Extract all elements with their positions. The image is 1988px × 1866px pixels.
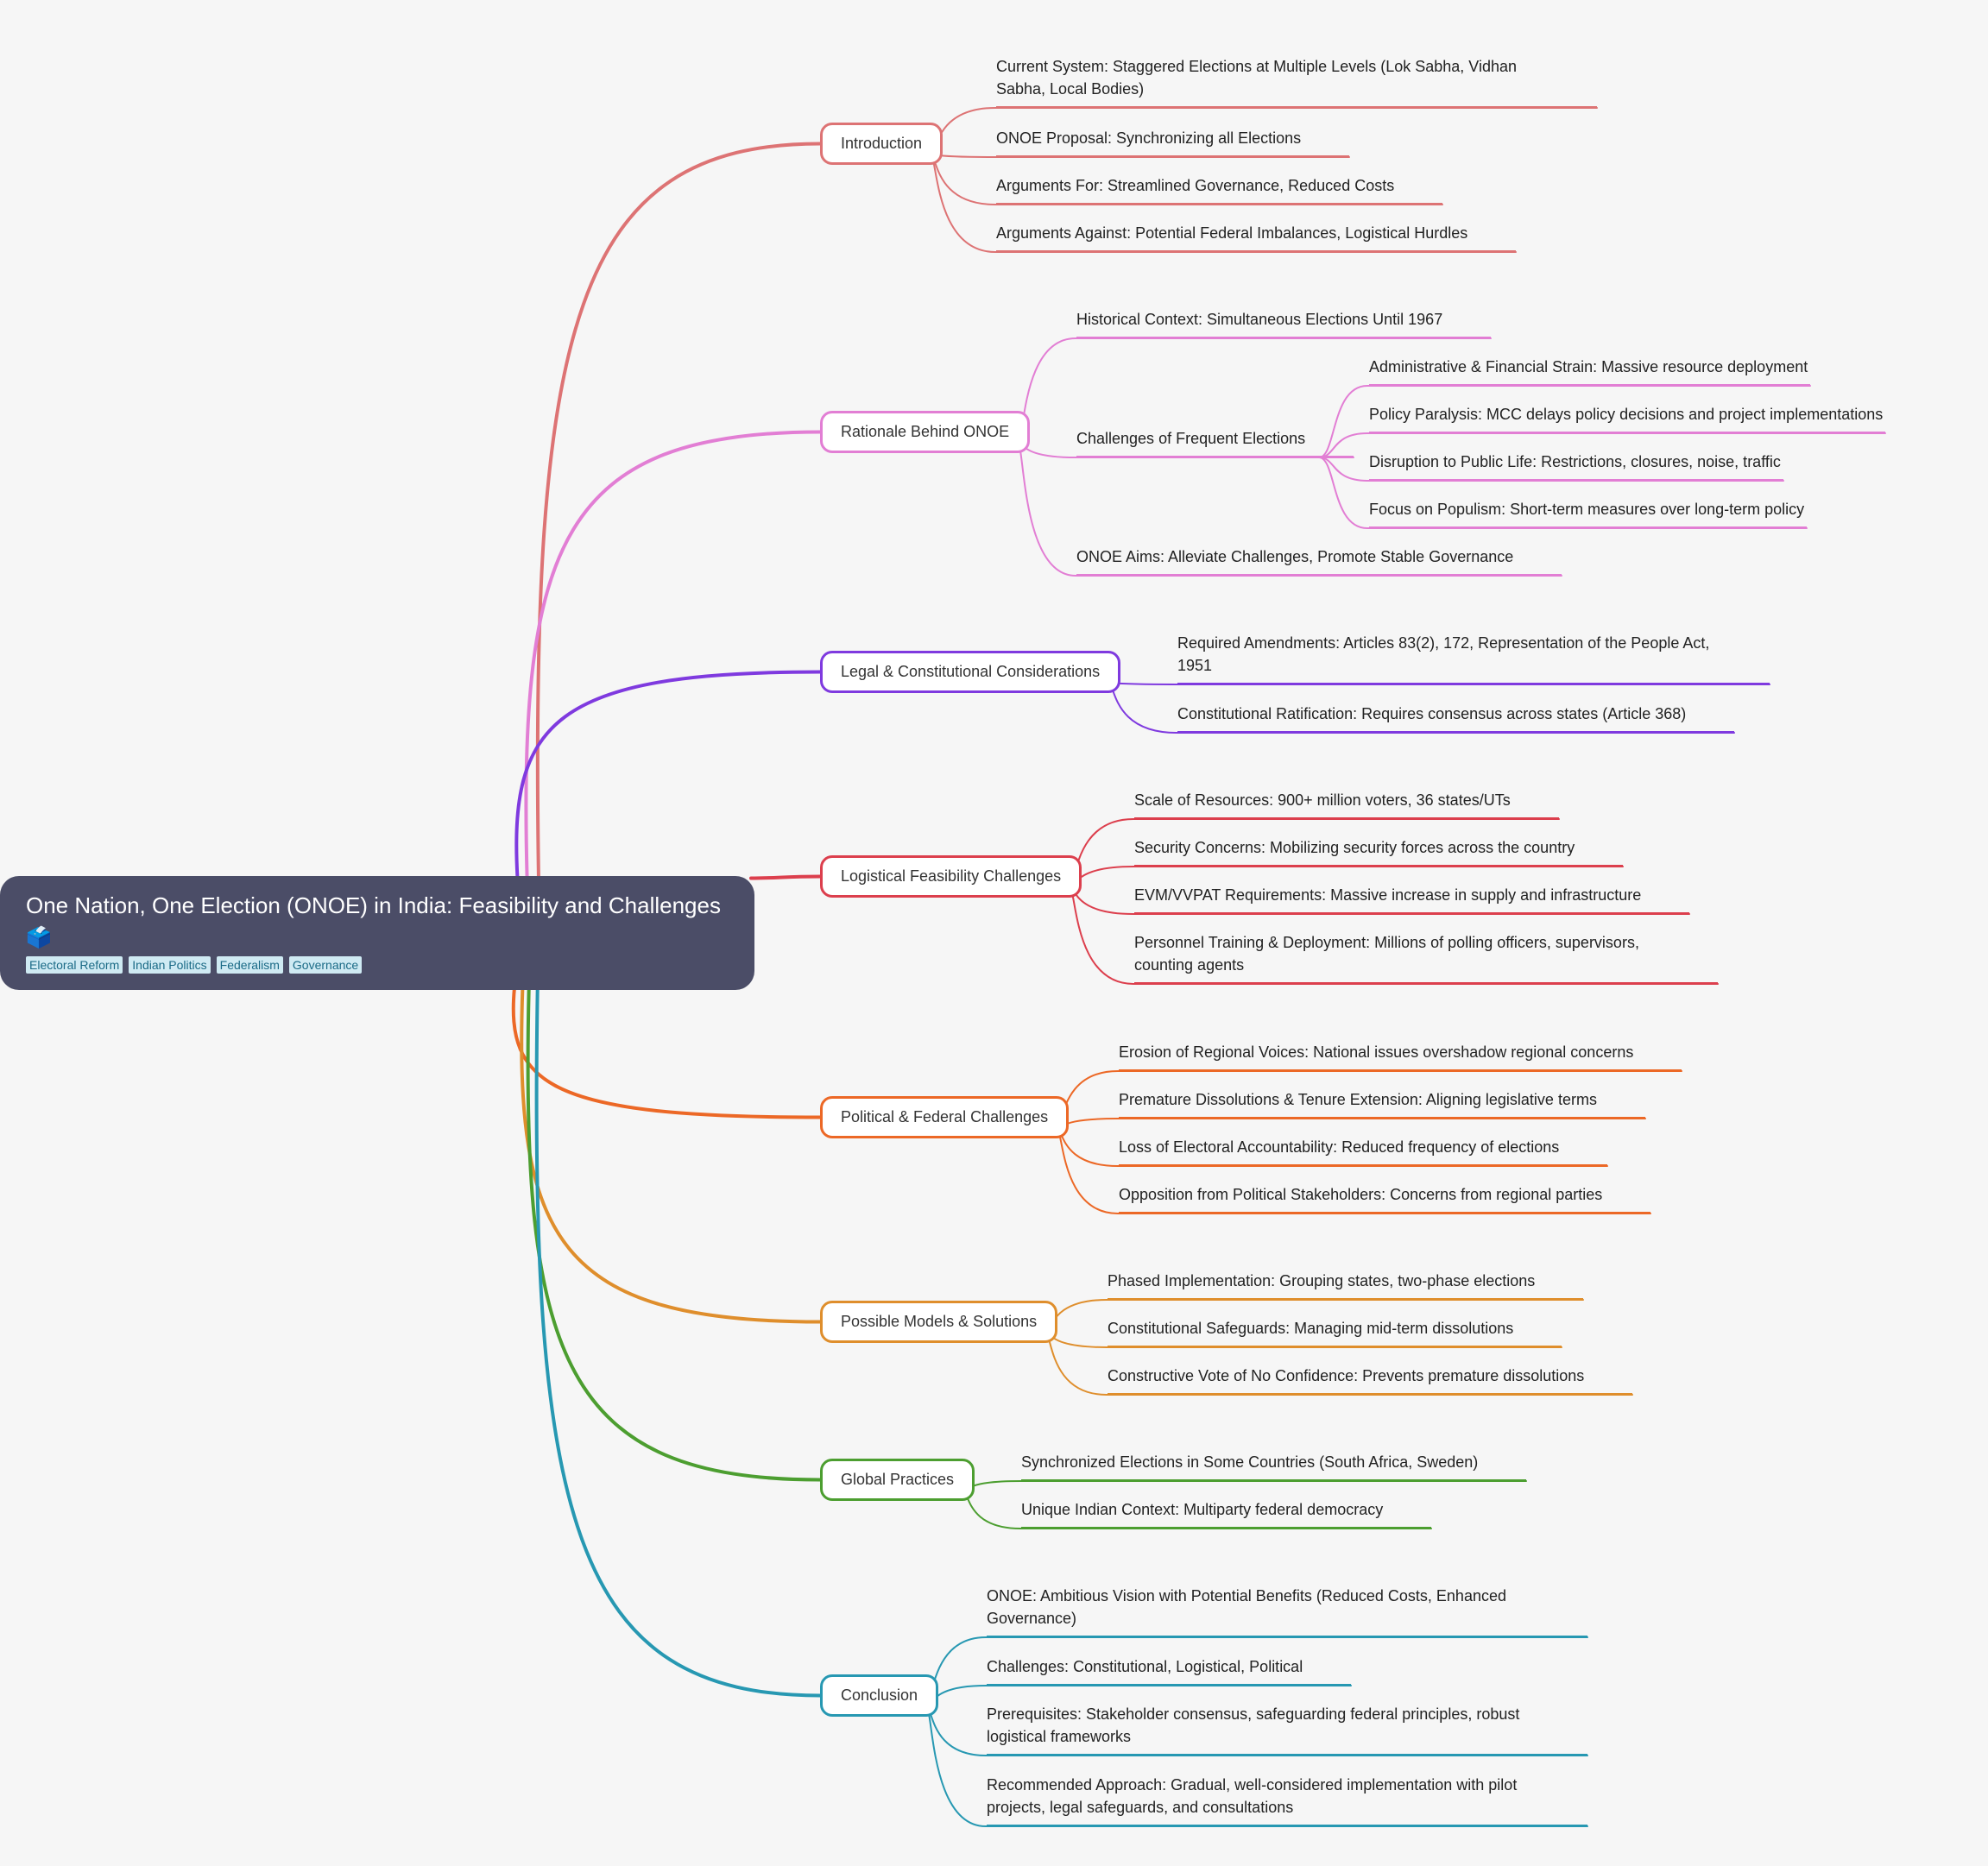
connector-branch-6 [526,987,822,1482]
leaf-security-concerns[interactable]: Security Concerns: Mobilizing security f… [1134,836,1624,867]
connector-branch-7 [534,987,822,1698]
tag-electoral-reform: Electoral Reform [26,956,123,974]
tag-federalism: Federalism [216,956,283,974]
root-tags: Electoral Reform Indian Politics Federal… [26,956,730,974]
leaf-challenges-summary[interactable]: Challenges: Constitutional, Logistical, … [987,1655,1352,1686]
connector-branch-3 [749,874,822,880]
branch-global-practices[interactable]: Global Practices [820,1459,975,1501]
connector-leaf-4-1 [1056,1118,1646,1129]
leaf-arguments-for[interactable]: Arguments For: Streamlined Governance, R… [996,174,1443,205]
leaf-onoe-ambitious-vision[interactable]: ONOE: Ambitious Vision with Potential Be… [987,1585,1587,1637]
branch-rationale[interactable]: Rationale Behind ONOE [820,411,1031,453]
connector-branch-4 [511,987,822,1119]
leaf-premature-dissolutions[interactable]: Premature Dissolutions & Tenure Extensio… [1119,1088,1645,1119]
ballot-box-icon: 🗳️ [26,926,52,949]
connector-subleaf-1-1-0 [1318,385,1811,458]
leaf-opposition-stakeholders[interactable]: Opposition from Political Stakeholders: … [1119,1183,1651,1214]
leaf-phased-implementation[interactable]: Phased Implementation: Grouping states, … [1108,1270,1584,1300]
leaf-synchronized-elections[interactable]: Synchronized Elections in Some Countries… [1021,1451,1527,1481]
branch-conclusion[interactable]: Conclusion [820,1674,939,1717]
leaf-scale-of-resources[interactable]: Scale of Resources: 900+ million voters,… [1134,789,1559,819]
branch-logistical-feasibility[interactable]: Logistical Feasibility Challenges [820,855,1082,898]
leaf-policy-paralysis[interactable]: Policy Paralysis: MCC delays policy deci… [1369,403,1886,433]
leaf-required-amendments[interactable]: Required Amendments: Articles 83(2), 172… [1177,632,1770,684]
leaf-constructive-vote[interactable]: Constructive Vote of No Confidence: Prev… [1108,1365,1633,1395]
leaf-historical-context[interactable]: Historical Context: Simultaneous Electio… [1076,308,1492,338]
leaf-unique-indian-context[interactable]: Unique Indian Context: Multiparty federa… [1021,1498,1432,1529]
leaf-recommended-approach[interactable]: Recommended Approach: Gradual, well-cons… [987,1774,1587,1826]
leaf-constitutional-ratification[interactable]: Constitutional Ratification: Requires co… [1177,703,1735,733]
branch-legal-constitutional[interactable]: Legal & Constitutional Considerations [820,651,1121,693]
leaf-prerequisites[interactable]: Prerequisites: Stakeholder consensus, sa… [987,1703,1587,1756]
leaf-onoe-proposal[interactable]: ONOE Proposal: Synchronizing all Electio… [996,127,1350,157]
connector-branch-5 [520,987,822,1324]
tag-governance: Governance [288,956,363,974]
branch-political-federal[interactable]: Political & Federal Challenges [820,1096,1070,1138]
connector-branch-2 [514,670,822,879]
connector-subleaf-1-1-3 [1318,457,1808,529]
connector-subleaf-1-1-2 [1318,457,1784,482]
branch-possible-models[interactable]: Possible Models & Solutions [820,1301,1058,1343]
leaf-loss-accountability[interactable]: Loss of Electoral Accountability: Reduce… [1119,1136,1608,1166]
leaf-arguments-against[interactable]: Arguments Against: Potential Federal Imb… [996,222,1517,252]
connector-leaf-6-0 [962,1480,1527,1491]
connector-branch-1 [524,430,822,879]
connector-branch-0 [535,142,822,879]
root-node[interactable]: One Nation, One Election (ONOE) in India… [0,876,754,990]
leaf-current-system[interactable]: Current System: Staggered Elections at M… [996,55,1597,108]
leaf-focus-populism[interactable]: Focus on Populism: Short-term measures o… [1369,498,1808,528]
leaf-onoe-aims[interactable]: ONOE Aims: Alleviate Challenges, Promote… [1076,545,1562,576]
leaf-administrative-strain[interactable]: Administrative & Financial Strain: Massi… [1369,356,1811,386]
leaf-challenges-frequent-elections[interactable]: Challenges of Frequent Elections [1076,427,1354,457]
root-title: One Nation, One Election (ONOE) in India… [26,892,721,918]
branch-introduction[interactable]: Introduction [820,123,944,165]
tag-indian-politics: Indian Politics [129,956,211,974]
leaf-evm-vvpat[interactable]: EVM/VVPAT Requirements: Massive increase… [1134,884,1690,914]
leaf-disruption-public-life[interactable]: Disruption to Public Life: Restrictions,… [1369,451,1783,481]
leaf-constitutional-safeguards[interactable]: Constitutional Safeguards: Managing mid-… [1108,1317,1562,1347]
leaf-erosion-regional-voices[interactable]: Erosion of Regional Voices: National iss… [1119,1041,1682,1071]
leaf-personnel-training[interactable]: Personnel Training & Deployment: Million… [1134,931,1718,984]
